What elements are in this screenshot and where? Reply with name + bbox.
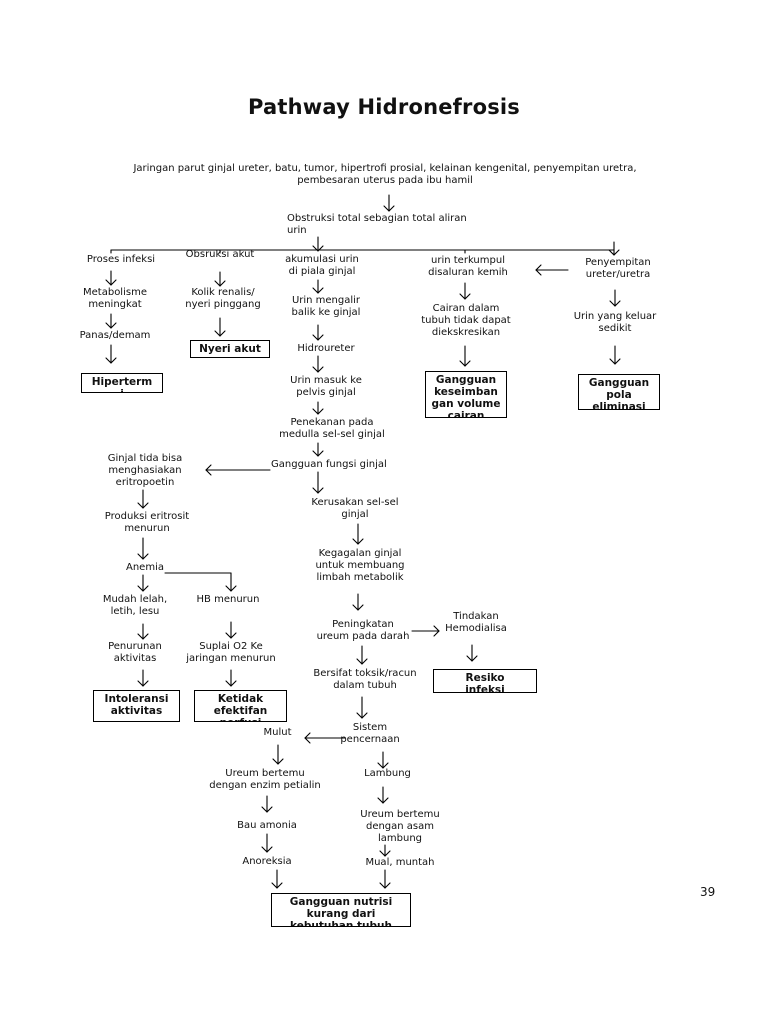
node-lambung: Lambung xyxy=(364,768,411,779)
page-title: Pathway Hidronefrosis xyxy=(247,95,520,119)
node-kolik: Kolik renalis/ nyeri pinggang xyxy=(185,287,261,310)
node-bersifat: Bersifat toksik/racun dalam tubuh xyxy=(313,668,417,691)
node-mudah-lelah: Mudah lelah, letih, lesu xyxy=(102,594,168,617)
node-kerusakan: Kerusakan sel-sel ginjal xyxy=(311,497,399,520)
node-urin-keluar: Urin yang keluar sedikit xyxy=(573,311,657,334)
box-hipertermi: Hiperterm i xyxy=(81,373,163,393)
node-obstruksi-akut: Obsruksi akut xyxy=(185,249,255,260)
node-penyempitan: Penyempitan ureter/uretra xyxy=(585,257,651,280)
box-intoleransi: Intoleransi aktivitas xyxy=(93,690,180,722)
node-anoreksia: Anoreksia xyxy=(242,856,292,867)
node-urin-masuk: Urin masuk ke pelvis ginjal xyxy=(290,375,362,398)
node-mulut: Mulut xyxy=(263,727,292,738)
box-gangguan-keseimbangan: Gangguan keseimban gan volume cairan xyxy=(425,371,507,418)
causes-text: Jaringan parut ginjal ureter, batu, tumo… xyxy=(133,163,637,186)
box-nyeri-akut: Nyeri akut xyxy=(190,340,270,358)
node-suplai: Suplai O2 Ke jaringan menurun xyxy=(186,641,276,664)
node-akumulasi: akumulasi urin di piala ginjal xyxy=(285,254,359,277)
node-hidroureter: Hidroureter xyxy=(297,343,355,354)
node-penekanan: Penekanan pada medulla sel-sel ginjal xyxy=(279,417,385,440)
box-resiko-infeksi: Resiko infeksi xyxy=(433,669,537,693)
node-ginjal-tidak: Ginjal tida bisa menghasiakan eritropoet… xyxy=(107,453,183,488)
node-kegagalan: Kegagalan ginjal untuk membuang limbah m… xyxy=(315,548,405,583)
node-urin-terkumpul: urin terkumpul disaluran kemih xyxy=(428,255,508,278)
node-panas: Panas/demam xyxy=(79,330,151,341)
node-mual: Mual, muntah xyxy=(365,857,435,868)
node-anemia: Anemia xyxy=(126,562,164,573)
node-cairan: Cairan dalam tubuh tidak dapat diekskres… xyxy=(421,303,511,338)
node-urin-mengalir: Urin mengalir balik ke ginjal xyxy=(291,295,361,318)
node-ureum-enzim: Ureum bertemu dengan enzim petialin xyxy=(209,768,321,791)
node-obstruksi: Obstruksi total sebagian total aliran ur… xyxy=(287,213,467,236)
node-peningkatan: Peningkatan ureum pada darah xyxy=(316,619,410,642)
node-bau: Bau amonia xyxy=(237,820,297,831)
box-gangguan-eliminasi: Gangguan pola eliminasi xyxy=(578,374,660,410)
node-sistem: Sistem pencernaan xyxy=(340,722,400,745)
node-tindakan: Tindakan Hemodialisa xyxy=(445,611,507,634)
page-number: 39 xyxy=(700,885,716,899)
box-gangguan-nutrisi: Gangguan nutrisi kurang dari kebutuhan t… xyxy=(271,893,411,927)
node-metabolisme: Metabolisme meningkat xyxy=(83,287,147,310)
node-penurunan: Penurunan aktivitas xyxy=(108,641,162,664)
node-produksi: Produksi eritrosit menurun xyxy=(104,511,190,534)
node-hb: HB menurun xyxy=(196,594,260,605)
node-ureum-asam: Ureum bertemu dengan asam lambung xyxy=(360,809,440,844)
node-proses-infeksi: Proses infeksi xyxy=(86,254,156,265)
box-ketidak-efektifan: Ketidak efektifan perfusi xyxy=(194,690,287,722)
node-gangguan-fungsi: Gangguan fungsi ginjal xyxy=(271,459,387,470)
